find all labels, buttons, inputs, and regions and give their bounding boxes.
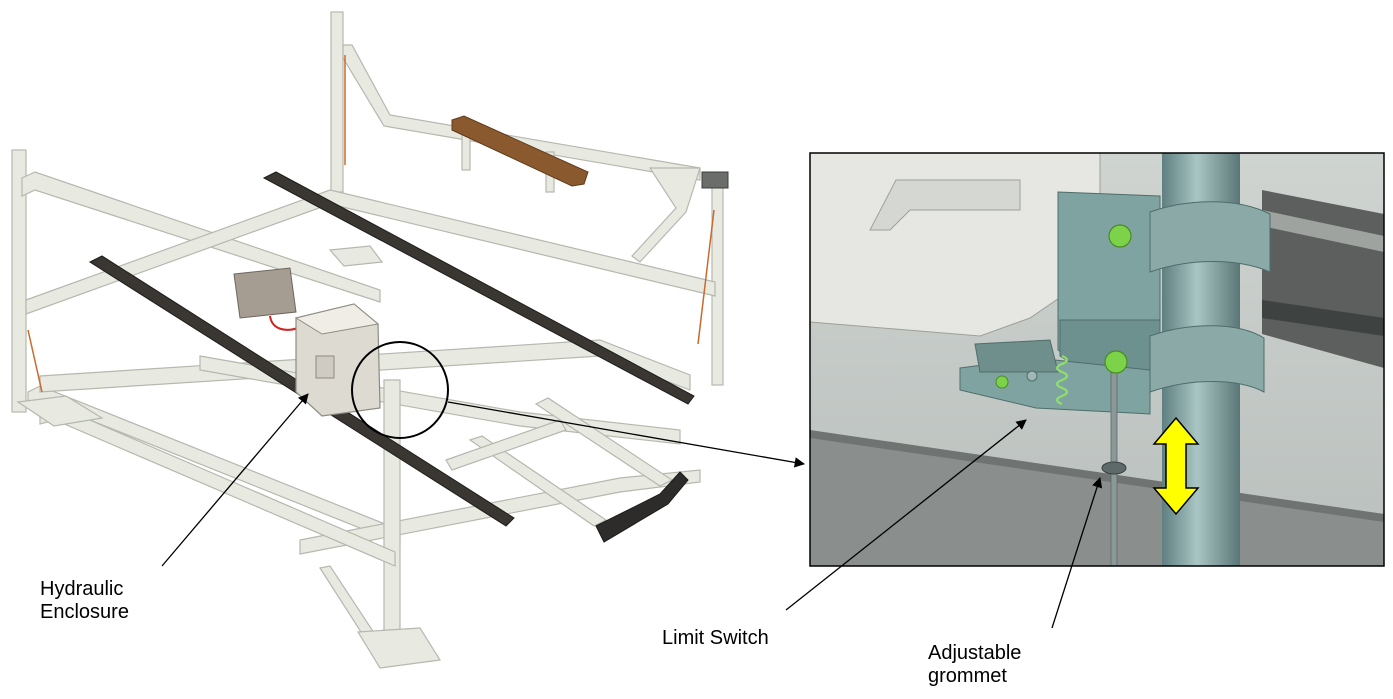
- cradle-cross: [445, 419, 567, 471]
- front-right-post: [383, 379, 401, 649]
- label-limit-switch: Limit Switch: [662, 627, 769, 649]
- adjustable-grommet: [1101, 461, 1127, 475]
- guide-pad: [595, 471, 689, 543]
- cable-left: [27, 329, 43, 393]
- inset-beam-face: [1262, 210, 1384, 252]
- cradle-arm-1: [468, 435, 608, 527]
- bolt-upper: [1108, 224, 1132, 248]
- bolt-switch: [995, 375, 1009, 389]
- label-grommet-line2: grommet: [928, 665, 1007, 687]
- lower-front-rail: [39, 404, 396, 567]
- left-foot-pad: [16, 395, 104, 427]
- switch-pivot: [1026, 370, 1038, 382]
- rear-foot-pad: [328, 245, 384, 267]
- front-foot-pad: [356, 627, 442, 669]
- inset-floor: [810, 436, 1384, 566]
- callout-leader: [447, 401, 806, 468]
- enclosure-top: [294, 303, 380, 335]
- inset-floor-edge: [810, 430, 1384, 522]
- bolt-lower: [1104, 350, 1128, 374]
- wooden-board: [451, 115, 589, 187]
- left-front-post: [11, 149, 27, 413]
- pole-clamp-lower: [1149, 325, 1265, 393]
- inset-frame: [809, 152, 1385, 567]
- rear-post: [330, 11, 344, 193]
- rear-cross-rail: [25, 189, 716, 315]
- callout-circle: [351, 341, 449, 439]
- bunk-rear: [262, 171, 695, 405]
- leader-limit-switch: [785, 419, 1027, 611]
- power-cable: [269, 315, 299, 331]
- inset-enclosure: [810, 153, 1101, 337]
- enclosure-panel: [315, 355, 335, 379]
- label-hydraulic-line2: Enclosure: [40, 601, 129, 623]
- inset-beam-slot: [1262, 300, 1384, 336]
- winch: [701, 171, 729, 189]
- motor-box: [233, 267, 297, 319]
- limit-switch-spring: [1055, 354, 1069, 406]
- label-adjustable-grommet: Adjustable grommet: [928, 642, 1021, 688]
- cable-right: [697, 209, 715, 345]
- leader-hydraulic: [161, 393, 309, 567]
- rear-upper-rail: [342, 44, 701, 181]
- label-hydraulic-line1: Hydraulic: [40, 578, 124, 600]
- limit-switch-housing: [974, 339, 1059, 373]
- detail-inset: [810, 153, 1384, 566]
- leader-grommet: [1051, 477, 1103, 629]
- label-grommet-line1: Adjustable: [928, 642, 1022, 664]
- cradle-arm-2: [534, 397, 674, 487]
- pole-clamp-upper: [1149, 201, 1271, 273]
- adjust-arrow-icon: [1152, 416, 1200, 516]
- label-hydraulic-enclosure: Hydraulic Enclosure: [40, 578, 129, 624]
- right-rear-post: [711, 174, 724, 386]
- inset-enclosure-panel: [869, 179, 1021, 231]
- rear-rail-bend: [631, 167, 701, 263]
